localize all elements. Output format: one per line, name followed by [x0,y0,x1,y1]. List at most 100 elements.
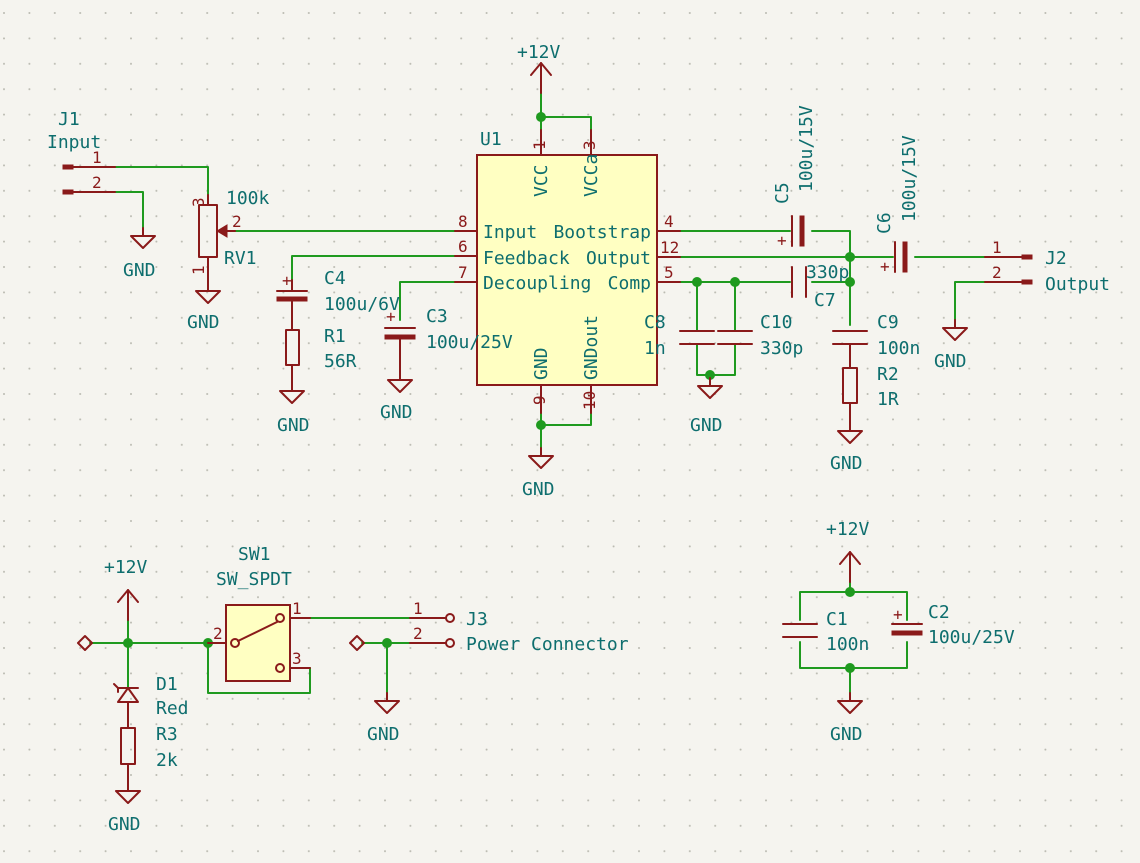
gnd-label: GND [830,724,863,745]
j1-pin-2: 2 [92,173,102,192]
u1-pin-output-label: Output [586,248,651,269]
u1-pin-10: 10 [580,391,599,410]
u1-opamp[interactable]: U1 Input Feedback Decoupling Bootstrap O… [454,129,681,414]
u1-pin-12: 12 [660,238,679,257]
gnd-label: GND [187,312,220,333]
rv1-pin-2: 2 [232,212,242,231]
u1-pin-4: 4 [664,212,674,231]
c3-value: 100u/25V [426,332,513,353]
sw1-pin-2: 2 [213,624,223,643]
gnd-label: GND [277,415,310,436]
j2-value: Output [1045,274,1110,295]
c10-ref: C10 [760,312,793,333]
c8-ref: C8 [644,312,666,333]
gnd-label: GND [380,402,413,423]
j2-output-connector[interactable]: 1 2 J2 Output [984,238,1110,295]
power-plus12v-label: +12V [517,42,561,63]
c10-capacitor[interactable]: C10 330p [717,312,803,359]
j1-input-connector[interactable]: J1 Input 1 2 [47,109,116,195]
r1-resistor[interactable]: R1 56R [285,326,357,384]
j1-pin-1: 1 [92,148,102,167]
gnd-label: GND [690,415,723,436]
u1-pin-1: 1 [530,140,549,150]
c3-ref: C3 [426,306,448,327]
c1-capacitor[interactable]: C1 100n [782,609,869,655]
rv1-value: 100k [226,188,270,209]
c9-capacitor[interactable]: C9 100n [832,312,920,369]
c10-value: 330p [760,338,803,359]
c2-ref: C2 [928,602,950,623]
j3-power-connector[interactable]: 1 2 J3 Power Connector [409,599,629,655]
c6-capacitor[interactable]: + C6 100u/15V [874,135,920,276]
u1-pin-7: 7 [458,263,468,282]
u1-pin-vcc-label: VCC [531,164,552,197]
u1-ref: U1 [480,129,502,150]
d1-led[interactable]: D1 Red [113,674,189,729]
j2-pin-1: 1 [992,238,1002,257]
gnd-label: GND [830,453,863,474]
c5-capacitor[interactable]: + C5 100u/15V [772,105,817,250]
r2-value: 1R [877,389,899,410]
c4-plus: + [282,271,292,290]
sw1-value: SW_SPDT [216,569,292,590]
c1-ref: C1 [826,609,848,630]
pwr-flag-icon [349,635,365,651]
sw1-switch[interactable]: SW1 SW_SPDT 2 1 3 [207,544,311,682]
c2-capacitor[interactable]: + C2 100u/25V [891,602,1015,648]
sw1-body [225,604,291,682]
c6-value: 100u/15V [899,135,920,222]
c2-plus: + [893,605,903,624]
r2-ref: R2 [877,364,899,385]
sw1-ref: SW1 [238,544,271,565]
c6-ref: C6 [874,212,895,234]
c8-value: 1n [644,338,666,359]
c8-capacitor[interactable]: C8 1n [644,312,715,359]
gnd-label: GND [367,724,400,745]
j1-value: Input [47,132,101,153]
r3-resistor[interactable]: R3 2k [120,724,178,784]
rv1-potentiometer[interactable]: 3 1 2 100k RV1 [189,188,270,284]
c7-ref: C7 [814,290,836,311]
u1-pin-gndout-label: GNDout [581,315,602,380]
gnd-label: GND [123,260,156,281]
r1-value: 56R [324,351,357,372]
j3-pin-2: 2 [413,624,423,643]
j1-ref: J1 [58,109,80,130]
rv1-pin-3: 3 [189,197,208,207]
junction-dots [123,112,855,673]
c4-capacitor[interactable]: + C4 100u/6V [276,268,400,331]
u1-pin-gnd-label: GND [531,347,552,380]
pwr-flag-icon [77,635,93,651]
u1-pin-decoupling-label: Decoupling [483,273,591,294]
c3-capacitor[interactable]: + C3 100u/25V [384,306,513,373]
d1-ref: D1 [156,674,178,695]
gnd-label: GND [108,814,141,835]
c6-plus: + [880,257,890,276]
r1-ref: R1 [324,326,346,347]
u1-body [476,154,658,386]
u1-pin-vcca-label: VCCa [581,154,602,197]
power-plus12v-label: +12V [826,519,870,540]
u1-pin-3: 3 [580,140,599,150]
j3-value: Power Connector [466,634,629,655]
c5-value: 100u/15V [796,105,817,192]
c4-value: 100u/6V [324,294,400,315]
c2-value: 100u/25V [928,627,1015,648]
rv1-ref: RV1 [224,248,257,269]
j3-pin-1: 1 [413,599,423,618]
gnd-label: GND [934,351,967,372]
gnd-label: GND [522,479,555,500]
j3-ref: J3 [466,609,488,630]
d1-value: Red [156,698,189,719]
u1-pin-bootstrap-label: Bootstrap [553,222,651,243]
u1-pin-feedback-label: Feedback [483,248,570,269]
u1-pin-comp-label: Comp [608,273,651,294]
c4-ref: C4 [324,268,346,289]
sw1-pin-3: 3 [292,649,302,668]
r2-resistor[interactable]: R2 1R [842,364,899,424]
u1-pin-6: 6 [458,237,468,256]
c7-capacitor[interactable]: 330p C7 [791,262,849,311]
